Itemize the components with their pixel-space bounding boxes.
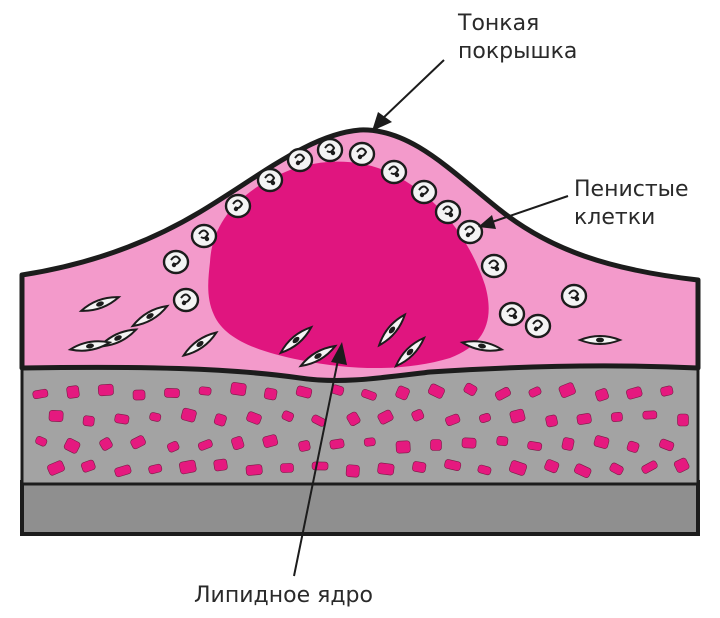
muscle-cell bbox=[114, 413, 129, 424]
muscle-cell bbox=[643, 411, 657, 420]
muscle-cell bbox=[213, 459, 227, 472]
muscle-cell bbox=[576, 413, 591, 425]
foam-cell bbox=[500, 303, 524, 325]
foam-cell bbox=[526, 315, 550, 337]
foam-cell bbox=[382, 161, 406, 183]
foam-cell bbox=[174, 289, 198, 311]
muscle-cell bbox=[412, 461, 427, 473]
foam-cell bbox=[412, 181, 436, 203]
muscle-cell bbox=[561, 437, 574, 451]
label-thin-cap-line2: покрышка bbox=[458, 38, 577, 66]
muscle-cell bbox=[312, 462, 328, 470]
muscle-cell bbox=[83, 415, 95, 426]
foam-cell bbox=[288, 149, 312, 171]
foam-cell bbox=[482, 255, 506, 277]
pointer-thin-cap bbox=[372, 60, 444, 131]
muscle-cell bbox=[199, 386, 212, 395]
muscle-cell bbox=[246, 464, 263, 475]
adventitia-layer bbox=[22, 482, 698, 534]
muscle-cell bbox=[462, 438, 477, 449]
muscle-cell bbox=[545, 414, 558, 427]
label-lipid-core: Липидное ядро bbox=[194, 582, 373, 610]
muscle-cell bbox=[329, 438, 344, 449]
label-foam-cells-line2: клетки bbox=[574, 204, 689, 232]
foam-cell bbox=[458, 221, 482, 243]
muscle-cell bbox=[280, 463, 293, 472]
label-foam-cells: Пенистые клетки bbox=[574, 176, 689, 232]
foam-cell bbox=[562, 285, 586, 307]
label-thin-cap-line1: Тонкая bbox=[458, 10, 577, 38]
muscle-cell bbox=[264, 387, 278, 400]
foam-cell bbox=[258, 169, 282, 191]
muscle-cell bbox=[611, 412, 623, 422]
foam-cell bbox=[226, 195, 250, 217]
muscle-cell bbox=[396, 441, 411, 454]
label-foam-cells-line1: Пенистые bbox=[574, 176, 689, 204]
muscle-cell bbox=[133, 390, 145, 400]
muscle-cell bbox=[377, 463, 394, 476]
muscle-cell bbox=[230, 382, 247, 396]
muscle-cell bbox=[49, 410, 64, 422]
foam-cell bbox=[350, 143, 374, 165]
spindle-cell bbox=[580, 336, 620, 344]
muscle-cell bbox=[298, 440, 311, 452]
foam-cell bbox=[192, 225, 216, 247]
muscle-cell bbox=[431, 440, 442, 451]
label-thin-cap: Тонкая покрышка bbox=[458, 10, 577, 66]
foam-cell bbox=[164, 251, 188, 273]
muscle-cell bbox=[164, 388, 179, 398]
muscle-cell bbox=[678, 414, 689, 426]
muscle-cell bbox=[66, 385, 79, 398]
muscle-cell bbox=[98, 384, 114, 396]
foam-cell bbox=[436, 201, 460, 223]
foam-cell bbox=[318, 139, 342, 161]
muscle-cell bbox=[346, 465, 360, 478]
muscle-cell bbox=[496, 436, 508, 446]
muscle-cell bbox=[364, 437, 376, 446]
